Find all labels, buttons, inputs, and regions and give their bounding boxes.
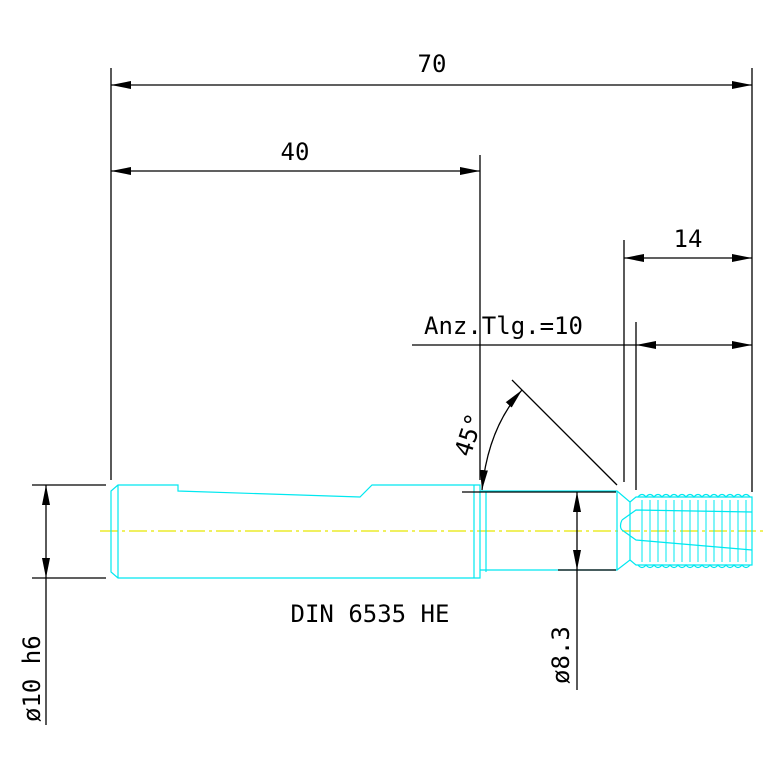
flute-upper [621,509,753,521]
dim-text-d10: ø10 h6 [18,635,46,722]
tool-outline [110,484,753,579]
flute-center [619,519,623,531]
dim-text-40: 40 [281,138,310,166]
angle-text-45: 45° [449,410,489,460]
tooth-count-label: Anz.Tlg.=10 [424,312,583,340]
thread-teeth-bottom [637,564,751,569]
angle-arc-45 [479,389,523,491]
dim-text-d8: ø8.3 [547,626,575,684]
thread-crests [641,500,747,562]
extension-lines [32,68,753,579]
thread-cone [629,496,753,566]
dim-text-14: 14 [674,225,703,253]
chamfer-angle-line [511,379,618,486]
standard-label: DIN 6535 HE [291,600,450,628]
thread-teeth-top [637,493,751,498]
dim-text-70: 70 [418,50,447,78]
flute-lower [621,529,753,551]
